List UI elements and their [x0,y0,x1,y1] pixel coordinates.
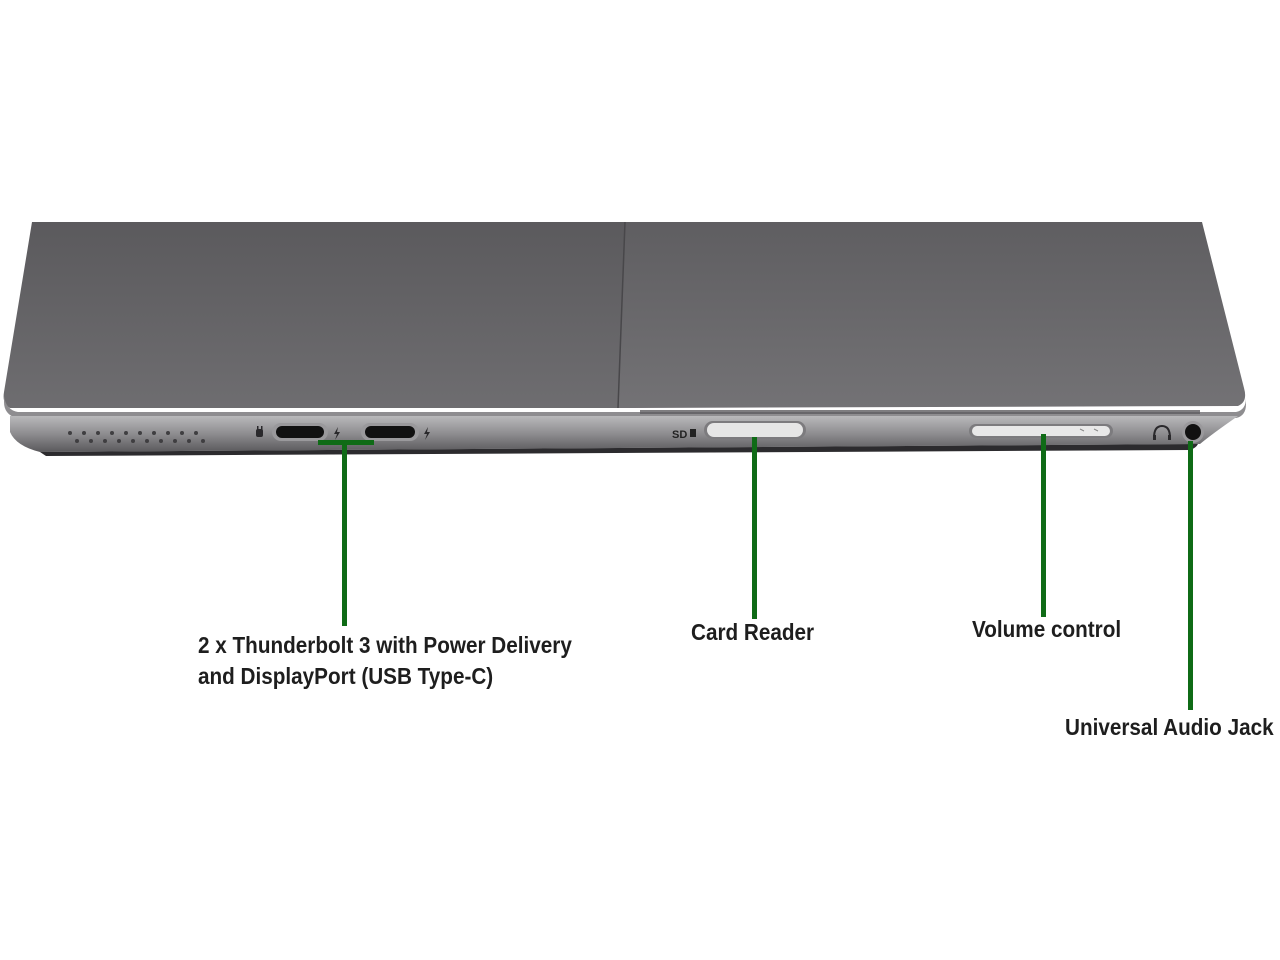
audio-jack-label: Universal Audio Jack [1065,714,1274,740]
thunderbolt-callout-line [342,440,347,626]
audio-jack-callout-line [1188,441,1193,710]
card-reader-label: Card Reader [691,619,815,645]
lightning-bolt-icon [334,427,340,440]
sd-card-icon [690,429,696,437]
lid-left-panel [3,222,626,408]
power-plug-icon [256,426,263,437]
card-reader-callout-line [752,437,757,619]
speaker-grille-icon [68,431,205,443]
volume-control-label: Volume control [972,616,1122,642]
volume-callout-line [1041,434,1046,617]
thunderbolt-label-line-2: and DisplayPort (USB Type-C) [198,663,494,689]
sd-card-marking: SD [672,429,687,441]
thunderbolt-label-line-1: 2 x Thunderbolt 3 with Power Delivery [198,632,572,658]
headphone-icon [1153,424,1171,439]
lid-right-panel [618,222,1246,408]
lightning-bolt-icon [424,427,430,440]
